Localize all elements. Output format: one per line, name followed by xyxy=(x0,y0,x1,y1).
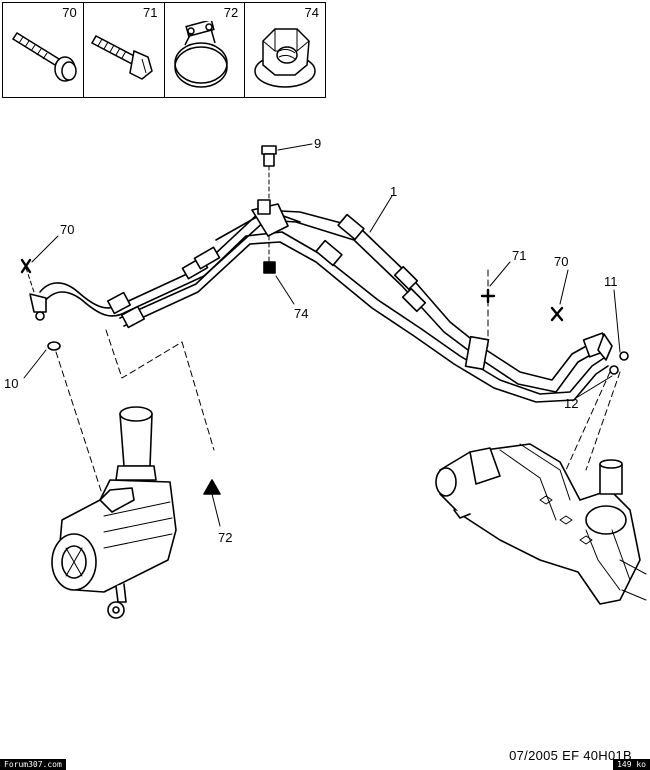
bolt-icon xyxy=(90,35,153,80)
bolt-marker-70-left xyxy=(20,258,32,274)
legend-cell-71: 71 xyxy=(84,3,165,97)
leader-lines xyxy=(23,143,621,399)
callout-70-right: 70 xyxy=(554,254,569,269)
callout-12: 12 xyxy=(564,396,579,411)
legend-cell-72: 72 xyxy=(165,3,246,97)
site-watermark: Forum307.com xyxy=(0,759,66,770)
callout-71: 71 xyxy=(512,248,527,263)
flange-bolt-icon xyxy=(11,31,77,82)
bolt-marker-70-right xyxy=(550,306,564,322)
callout-1: 1 xyxy=(390,184,398,199)
legend-number: 71 xyxy=(143,5,158,20)
steering-rack xyxy=(435,443,647,605)
legend-cell-70: 70 xyxy=(3,3,84,97)
connection-guides xyxy=(55,269,621,501)
hose-clamp-icon xyxy=(173,21,228,88)
drawing-reference: 07/2005 EF 40H01B xyxy=(509,748,632,763)
legend-number: 72 xyxy=(223,5,239,20)
left-end-fitting xyxy=(25,267,61,351)
callout-70-left: 70 xyxy=(60,222,75,237)
callout-9: 9 xyxy=(314,136,322,151)
legend-cell-74: 74 xyxy=(245,3,325,97)
callout-74: 74 xyxy=(294,306,309,321)
parts-legend: 70 71 72 xyxy=(2,2,326,98)
clamp-marker-72 xyxy=(203,479,221,527)
fluid-reservoir xyxy=(51,406,177,619)
callout-11: 11 xyxy=(604,274,618,289)
callout-72: 72 xyxy=(218,530,233,545)
file-size-badge: 149 ko xyxy=(613,759,650,770)
right-end-fittings xyxy=(597,333,629,375)
legend-number: 74 xyxy=(304,5,319,20)
callout-10: 10 xyxy=(4,376,19,391)
bolt-marker-71 xyxy=(480,288,496,304)
central-bracket xyxy=(251,199,289,274)
hose-bundle-1 xyxy=(39,209,609,403)
legend-number: 70 xyxy=(62,5,77,20)
flange-nut-icon xyxy=(254,28,316,88)
hose-sleeves xyxy=(106,213,610,371)
